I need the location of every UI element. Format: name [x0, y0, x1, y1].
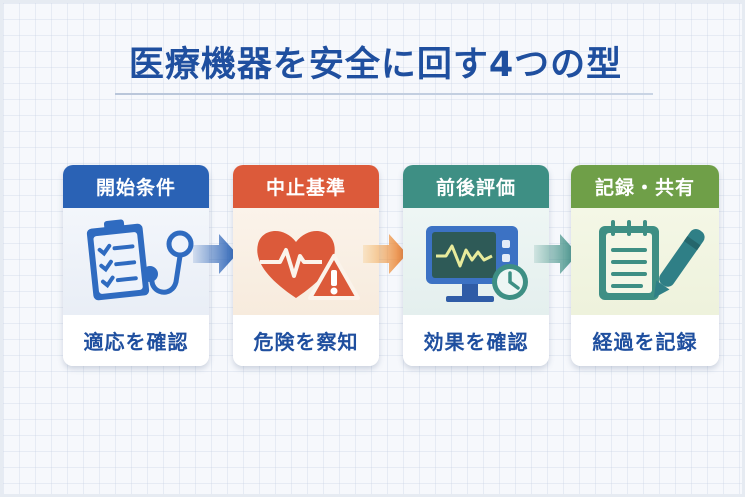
step-card-record-share: 記録・共有 経過を記録 [571, 165, 719, 366]
step-caption: 適応を確認 [63, 315, 209, 366]
step-card-start-conditions: 開始条件 適応を確認 [63, 165, 209, 366]
step-caption: 危険を察知 [233, 315, 379, 366]
step-header: 前後評価 [403, 165, 549, 208]
step-header: 中止基準 [233, 165, 379, 208]
step-header: 記録・共有 [571, 165, 719, 208]
step-illustration [63, 208, 209, 315]
step-caption: 効果を確認 [403, 315, 549, 366]
arrow-right-icon [534, 234, 578, 274]
step-illustration [233, 208, 379, 315]
arrow-right-icon [363, 234, 407, 274]
notepad-pen-icon [599, 219, 705, 300]
step-card-before-after-evaluation: 前後評価 効果を確認 [403, 165, 549, 366]
step-illustration [571, 208, 719, 315]
monitor-clock-icon [426, 225, 528, 302]
clipboard-stethoscope-icon [86, 218, 194, 300]
step-card-stop-criteria: 中止基準 危険を察知 [233, 165, 379, 366]
page-title: 医療機器を安全に回す4つの型 [128, 45, 623, 85]
step-header: 開始条件 [63, 165, 209, 208]
title-underline [115, 93, 653, 95]
arrow-right-icon [193, 234, 237, 274]
heart-warning-icon [257, 230, 360, 300]
step-illustration [403, 208, 549, 315]
step-caption: 経過を記録 [571, 315, 719, 366]
